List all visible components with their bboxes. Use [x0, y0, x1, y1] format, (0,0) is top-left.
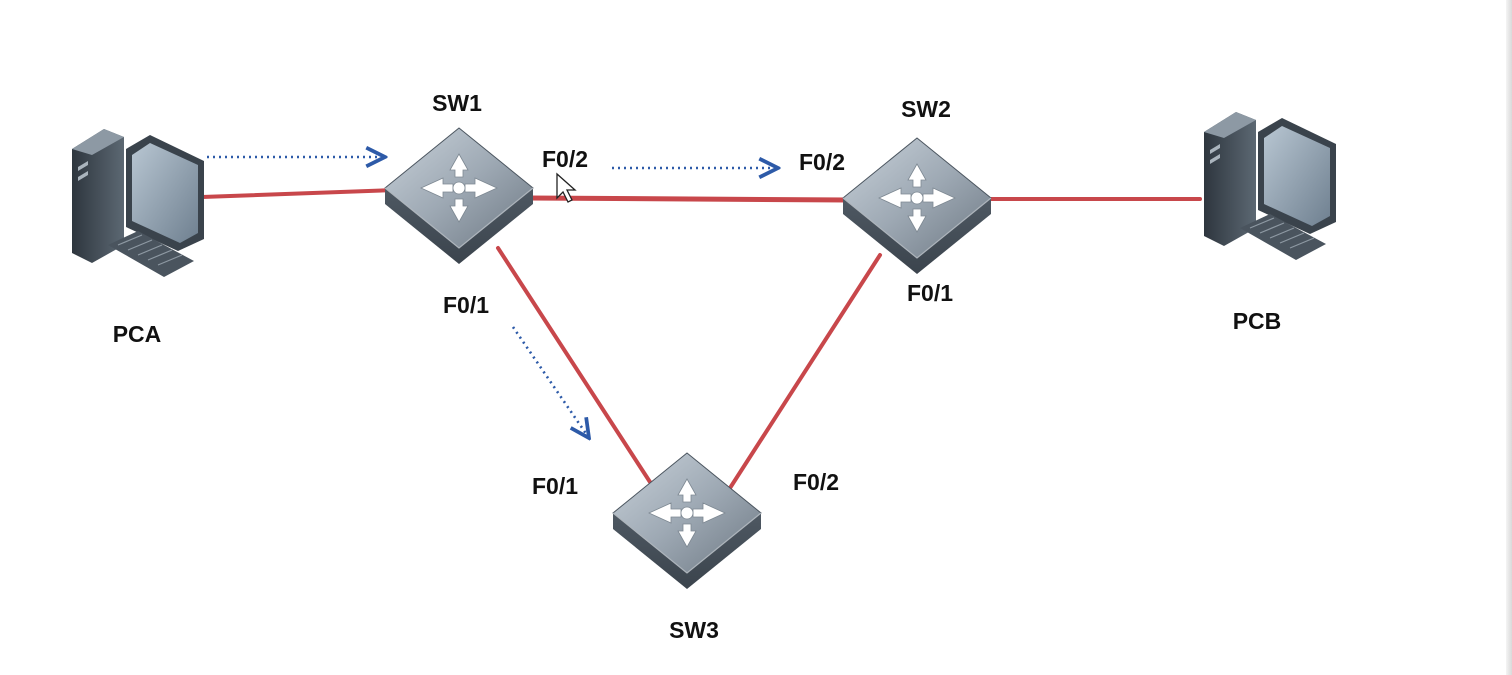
mouse-cursor-icon: [556, 172, 577, 203]
node-label-sw1: SW1: [432, 90, 482, 116]
link-sw2-sw3: [728, 253, 882, 490]
node-label-sw2: SW2: [901, 96, 951, 122]
cable-links: [200, 188, 1202, 490]
port-label-sw1-f01: F0/1: [443, 292, 489, 318]
port-label-sw3-f01: F0/1: [532, 473, 578, 499]
traffic-arrows: [207, 157, 778, 438]
switch-sw1[interactable]: [384, 127, 534, 265]
port-label-sw2-f02: F0/2: [799, 149, 845, 175]
window-right-edge: [1506, 0, 1512, 675]
pc-pca[interactable]: [71, 128, 205, 278]
port-label-sw2-f01: F0/1: [907, 280, 953, 306]
pc-pcb[interactable]: [1203, 111, 1337, 261]
port-label-sw1-f02: F0/2: [542, 146, 588, 172]
desktop-computer-icon: [71, 128, 205, 278]
arrow-sw1-to-sw3: [511, 326, 589, 438]
node-label-sw3: SW3: [669, 617, 719, 643]
link-sw1-sw3: [496, 246, 652, 484]
port-label-sw3-f02: F0/2: [793, 469, 839, 495]
node-label-pcb: PCB: [1233, 308, 1282, 334]
switch-icon: [384, 127, 534, 265]
switch-sw2[interactable]: [842, 137, 992, 275]
switch-icon: [842, 137, 992, 275]
link-pca-sw1: [200, 188, 398, 199]
desktop-computer-icon: [1203, 111, 1337, 261]
link-sw1-sw2: [525, 195, 851, 203]
node-label-pca: PCA: [113, 321, 162, 347]
